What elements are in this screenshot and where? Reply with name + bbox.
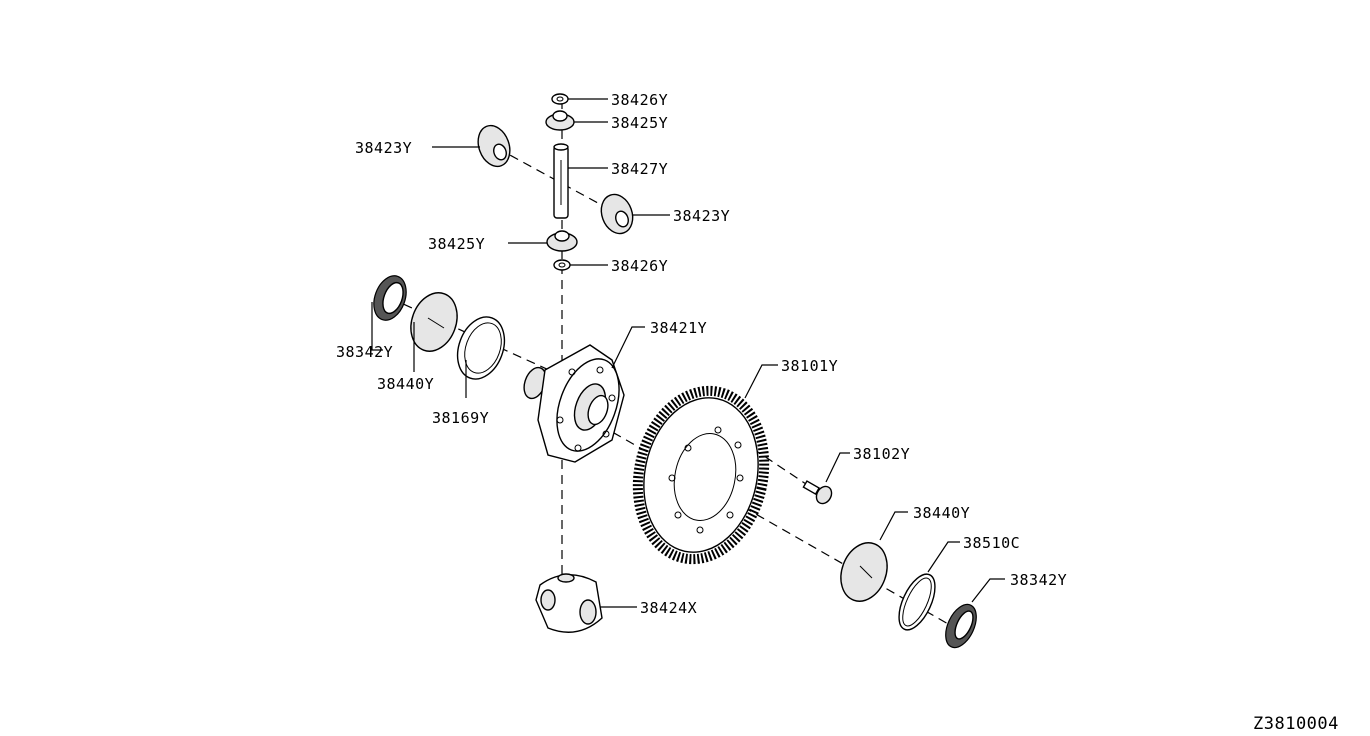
oil-seal-right [945,603,977,649]
bearing-right [898,573,936,631]
label-38423Y-right: 38423Y [673,207,730,225]
washer-bottom [553,259,571,271]
final-gear [632,385,770,565]
pinion-washer-top [545,110,575,131]
label-38510C: 38510C [963,534,1020,552]
leader-lines [371,98,1005,608]
washer-top [551,93,569,105]
label-38342Y-left: 38342Y [336,343,393,361]
label-38101Y: 38101Y [781,357,838,375]
differential-case [523,344,625,463]
pinion-mate-gear [535,573,603,633]
label-38426Y-top: 38426Y [611,91,668,109]
pinion-washer-bottom [546,230,578,252]
pinion-shaft [553,143,569,219]
label-38440Y-right: 38440Y [913,504,970,522]
label-38423Y-left: 38423Y [355,139,412,157]
bearing-left [456,316,506,380]
label-38421Y: 38421Y [650,319,707,337]
oil-seal-left [373,275,407,321]
label-38342Y-right: 38342Y [1010,571,1067,589]
label-38424X: 38424X [640,599,697,617]
side-gear-left [477,124,511,168]
label-38102Y: 38102Y [853,445,910,463]
label-38426Y-bottom: 38426Y [611,257,668,275]
diagram-code: Z3810004 [1253,714,1339,734]
label-38169Y: 38169Y [432,409,489,427]
label-38427Y: 38427Y [611,160,668,178]
shim-right [840,542,888,602]
shim-left [410,292,458,352]
label-38425Y-top: 38425Y [611,114,668,132]
label-38425Y-bottom: 38425Y [428,235,485,253]
bolt [802,480,833,505]
label-38440Y-left: 38440Y [377,375,434,393]
side-gear-right [600,193,634,235]
